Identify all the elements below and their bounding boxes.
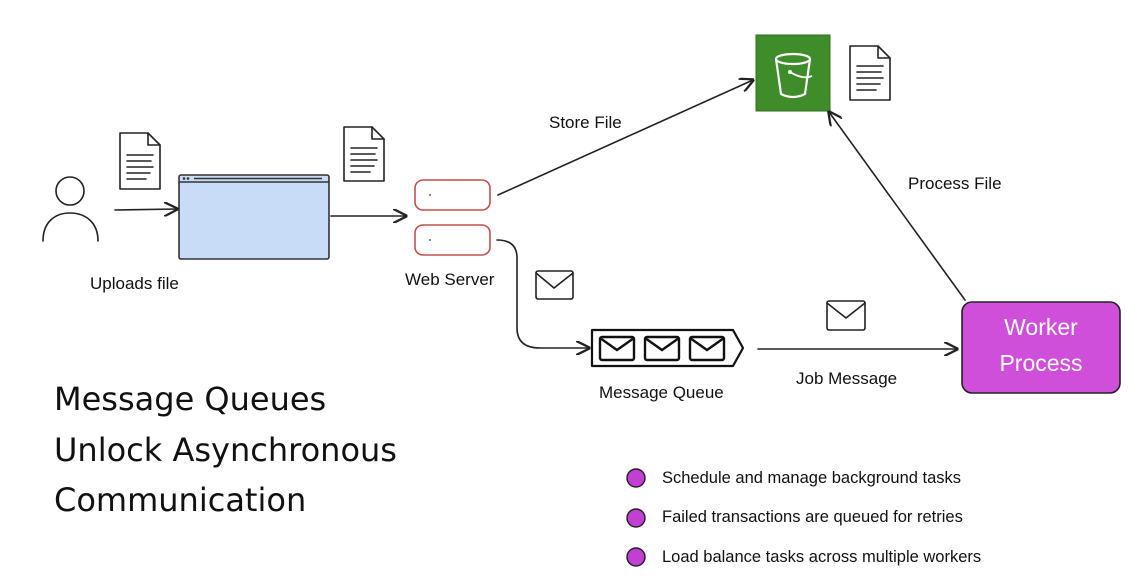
edge-store-file [497,80,753,196]
queue-icon [590,328,745,368]
worker-label-line2: Process [999,350,1082,376]
bullet-dot [626,547,646,567]
title-line-2: Unlock Asynchronous [54,431,397,469]
envelope-icon [826,300,866,331]
server-icon [414,179,491,256]
uploads-file-label: Uploads file [90,274,179,293]
edge-process-file [829,112,966,301]
user-icon [42,176,99,242]
process-file-label: Process File [908,174,1002,193]
storage-bucket-icon [755,34,831,112]
bullet-item-3: Load balance tasks across multiple worke… [662,548,981,566]
document-icon [119,132,161,190]
bullet-dot [626,468,646,488]
edge-server-to-queue [496,239,589,348]
envelope-icon [535,270,574,300]
bullet-item-2: Failed transactions are queued for retri… [662,508,963,526]
web-server-label: Web Server [405,270,495,289]
title-line-1: Message Queues [54,380,326,418]
edge-user-to-browser [114,209,177,210]
bullet-item-1: Schedule and manage background tasks [662,469,961,487]
diagram-title: Message Queues Unlock Asynchronous Commu… [54,380,397,519]
bullet-dot [626,508,646,528]
worker-label-line1: Worker [1004,314,1078,340]
bullet-list: Schedule and manage background tasks Fai… [626,468,981,567]
store-file-label: Store File [549,113,622,132]
worker-process-node: Worker Process [961,301,1121,394]
job-message-label: Job Message [796,369,897,388]
message-queue-label: Message Queue [599,383,724,402]
title-line-3: Communication [54,481,306,519]
browser-window-icon [178,174,330,260]
document-icon [849,45,891,101]
document-icon [343,126,385,182]
